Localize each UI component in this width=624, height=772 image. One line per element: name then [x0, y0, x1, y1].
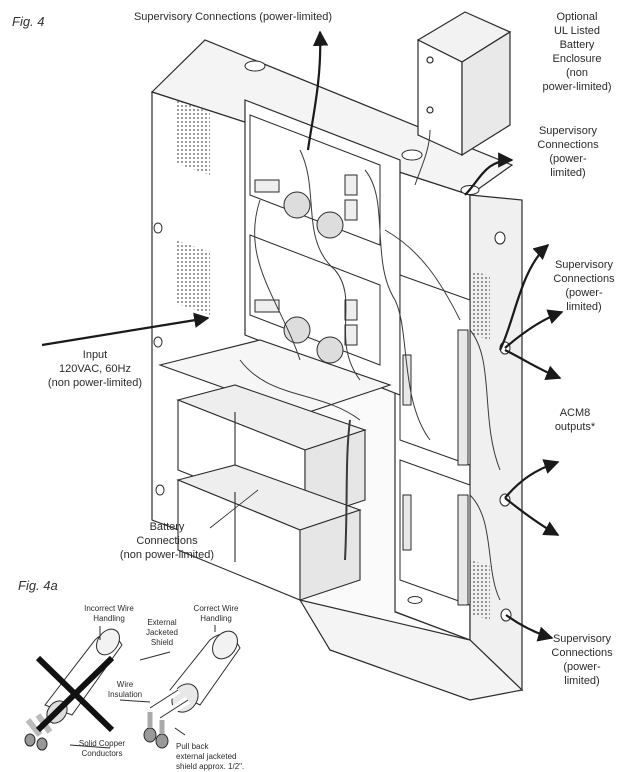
arrow-supervisory-right-3: [504, 497, 560, 536]
label-supervisory-right-1: Supervisory Connections (power- limited): [537, 125, 599, 179]
arrow-supervisory-top: [306, 30, 329, 151]
figure-4a-title: Fig. 4a: [18, 578, 58, 593]
label-solid-copper: Solid Copper Conductors: [78, 739, 126, 758]
label-pull-back: Pull back external jacketed shield appro…: [176, 742, 245, 771]
label-supervisory-right-3: Supervisory Connections (power- limited): [551, 633, 613, 687]
acm8-boards: [399, 274, 471, 606]
batteries: [158, 339, 392, 601]
label-external-shield: External Jacketed Shield: [145, 618, 179, 647]
wiring: [239, 129, 501, 601]
label-acm8: ACM8 outputs*: [554, 407, 596, 433]
cabinet-bottom: [298, 599, 524, 701]
arrow-supervisory-right-2b: [504, 309, 564, 349]
label-incorrect-handling: Incorrect Wire Handling: [84, 604, 134, 623]
leader-lines: [209, 489, 259, 529]
label-battery-enclosure: Optional UL Listed Battery Enclosure (no…: [542, 11, 612, 93]
knockouts: [153, 60, 512, 622]
battery-enclosure: [416, 11, 512, 157]
label-battery-connections: Battery Connections (non power-limited): [119, 521, 215, 561]
arrow-acm8-b: [504, 459, 560, 499]
label-input: Input 120VAC, 60Hz (non power-limited): [47, 349, 143, 389]
label-supervisory-right-2: Supervisory Connections (power- limited): [553, 259, 615, 313]
label-correct-handling: Correct Wire Handling: [193, 604, 239, 623]
label-supervisory-top: Supervisory Connections (power-limited): [133, 11, 333, 23]
arrows: [41, 30, 564, 642]
vent-holes: [175, 100, 490, 620]
wire-detail: [24, 625, 241, 751]
label-wire-insulation: Wire Insulation: [107, 680, 143, 699]
arrow-supervisory-right-2a: [499, 243, 550, 351]
arrow-acm8-a: [504, 349, 562, 380]
arrow-supervisory-right-1: [464, 152, 514, 196]
arrow-input: [41, 312, 210, 347]
incorrect-x-mark: [35, 655, 115, 733]
power-supply-boards: [249, 114, 381, 366]
figure-4-title: Fig. 4: [12, 14, 45, 29]
arrow-bottom-right: [505, 614, 554, 642]
